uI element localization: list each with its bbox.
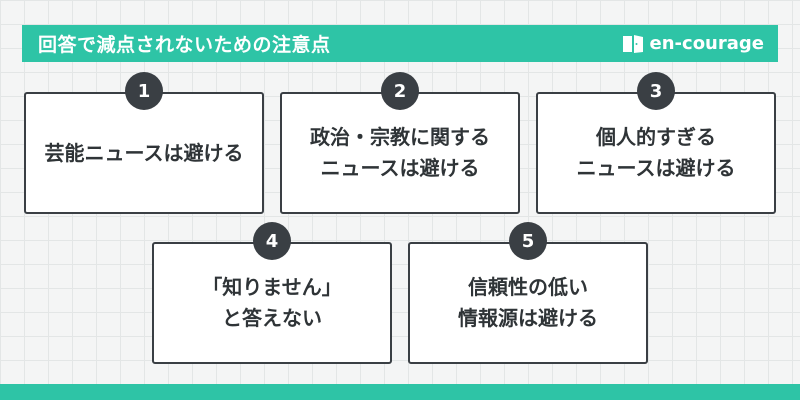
brand-name: en-courage — [649, 33, 764, 54]
tip-card-text: 信頼性の低い 情報源は避ける — [458, 272, 598, 334]
brand-logo: en-courage — [622, 33, 764, 54]
tip-line: 信頼性の低い — [468, 275, 588, 299]
header-banner: 回答で減点されないための注意点 en-courage — [22, 25, 778, 62]
tip-card-text: 個人的すぎる ニュースは避ける — [577, 122, 736, 184]
tip-card-5: 信頼性の低い 情報源は避ける — [408, 242, 648, 364]
tip-card-1: 芸能ニュースは避ける — [24, 92, 264, 214]
tip-line: 個人的すぎる — [596, 125, 716, 149]
tip-line: 芸能ニュースは避ける — [44, 140, 244, 165]
tip-line: 情報源は避ける — [458, 306, 598, 330]
tip-line: 「知りません」 — [202, 275, 342, 299]
door-icon — [622, 34, 643, 53]
number-badge-5: 5 — [509, 222, 547, 260]
tip-card-3: 個人的すぎる ニュースは避ける — [536, 92, 776, 214]
page-title: 回答で減点されないための注意点 — [38, 34, 331, 56]
number-badge-4: 4 — [253, 222, 291, 260]
footer-bar — [0, 384, 800, 400]
number-badge-3: 3 — [637, 72, 675, 110]
tip-line: 政治・宗教に関する — [310, 125, 490, 149]
tip-line: ニュースは避ける — [576, 156, 736, 180]
tip-card-text: 芸能ニュースは避ける — [45, 138, 244, 169]
tip-line: と答えない — [222, 306, 322, 330]
number-badge-1: 1 — [125, 72, 163, 110]
tip-card-text: 政治・宗教に関する ニュースは避ける — [310, 122, 490, 184]
number-badge-2: 2 — [381, 72, 419, 110]
tip-line: ニュースは避ける — [320, 156, 480, 180]
tip-card-2: 政治・宗教に関する ニュースは避ける — [280, 92, 520, 214]
tip-card-text: 「知りません」 と答えない — [202, 272, 341, 334]
tip-card-4: 「知りません」 と答えない — [152, 242, 392, 364]
